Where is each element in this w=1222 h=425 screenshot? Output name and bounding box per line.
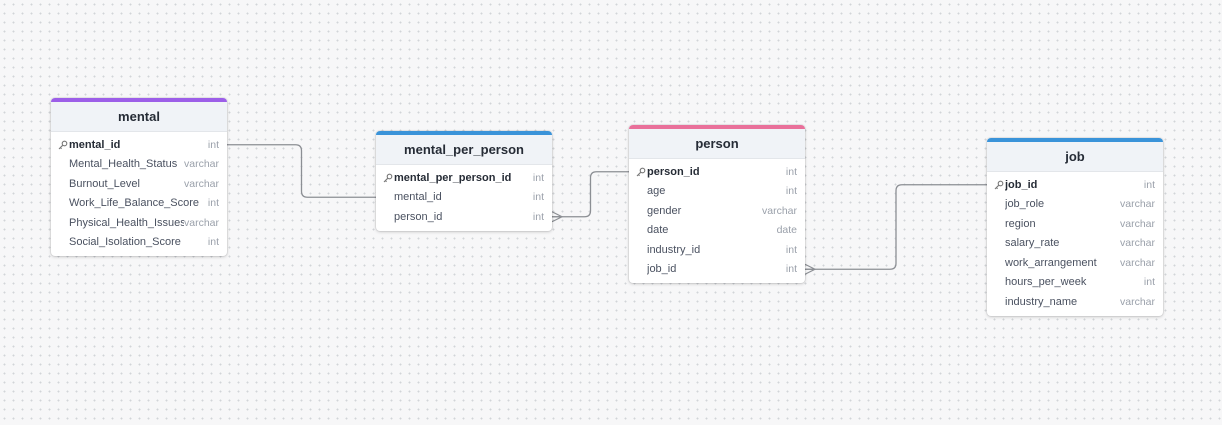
field-name: salary_rate [1005,237,1060,250]
field-name: hours_per_week [1005,276,1087,289]
field-row[interactable]: mental_id int [376,188,552,208]
field-row[interactable]: work_arrangement varchar [987,253,1163,273]
key-icon [383,173,393,183]
field-type: varchar [1119,256,1155,269]
field-name: Physical_Health_Issues [69,216,184,229]
field-row[interactable]: industry_name varchar [987,292,1163,312]
field-type: int [532,191,544,204]
field-type: varchar [1119,198,1155,211]
field-type: int [785,263,797,276]
field-type: varchar [183,216,219,229]
field-name: age [647,185,666,198]
field-row[interactable]: industry_id int [629,240,805,260]
key-icon [994,180,1004,190]
field-type: varchar [183,158,219,171]
field-row[interactable]: Social_Isolation_Score int [51,233,227,253]
field-name: Burnout_Level [69,177,140,190]
field-type: int [532,171,544,184]
table-header[interactable]: person [629,125,805,159]
link-path [227,144,376,198]
field-type: int [207,197,219,210]
field-type: int [785,243,797,256]
field-row[interactable]: job_role varchar [987,195,1163,215]
field-name: Social_Isolation_Score [69,236,181,249]
field-row[interactable]: salary_rate varchar [987,234,1163,254]
field-row[interactable]: person_id int [376,207,552,227]
link-path [552,171,629,218]
field-row[interactable]: region varchar [987,214,1163,234]
field-type: varchar [1119,217,1155,230]
field-type: int [785,185,797,198]
field-name: industry_id [647,243,701,256]
link-path [805,184,987,270]
field-row[interactable]: gender varchar [629,201,805,221]
table-header[interactable]: mental [51,98,227,132]
field-row[interactable]: mental_id int [51,135,227,155]
field-type: date [776,224,797,237]
field-name: person_id [647,165,700,178]
field-name: person_id [394,210,443,223]
relationship-link [227,144,388,203]
field-row[interactable]: person_id int [629,162,805,182]
field-name: mental_per_person_id [394,171,512,184]
field-name: Mental_Health_Status [69,158,178,171]
field-row[interactable]: job_id int [629,260,805,280]
field-name: region [1005,217,1036,230]
field-row[interactable]: job_id int [987,175,1163,195]
relationship-link [804,184,987,275]
field-type: int [1143,178,1155,191]
field-name: job_role [1005,198,1045,211]
key-icon [636,167,646,177]
key-icon [58,140,68,150]
field-row[interactable]: Work_Life_Balance_Score int [51,194,227,214]
field-type: int [207,236,219,249]
field-name: job_id [1005,178,1038,191]
field-row[interactable]: Burnout_Level varchar [51,174,227,194]
field-name: mental_id [69,138,121,151]
field-name: date [647,224,669,237]
field-type: varchar [183,177,219,190]
field-name: work_arrangement [1005,256,1097,269]
field-type: varchar [1119,295,1155,308]
field-name: mental_id [394,191,442,204]
field-type: varchar [1119,237,1155,250]
field-name: industry_name [1005,295,1078,308]
field-row[interactable]: date date [629,221,805,241]
field-row[interactable]: mental_per_person_id int [376,168,552,188]
field-name: job_id [647,263,677,276]
crows-foot-marker [551,211,564,223]
relationship-link [551,171,629,223]
field-type: int [1143,276,1155,289]
field-type: int [207,138,219,151]
field-name: gender [647,204,682,217]
field-name: Work_Life_Balance_Score [69,197,200,210]
field-row[interactable]: hours_per_week int [987,273,1163,293]
crows-foot-marker [804,263,817,275]
field-row[interactable]: Mental_Health_Status varchar [51,155,227,175]
field-type: varchar [761,204,797,217]
field-row[interactable]: age int [629,182,805,202]
table-header[interactable]: mental_per_person [376,131,552,165]
field-type: int [785,165,797,178]
field-type: int [532,210,544,223]
table-header[interactable]: job [987,138,1163,172]
